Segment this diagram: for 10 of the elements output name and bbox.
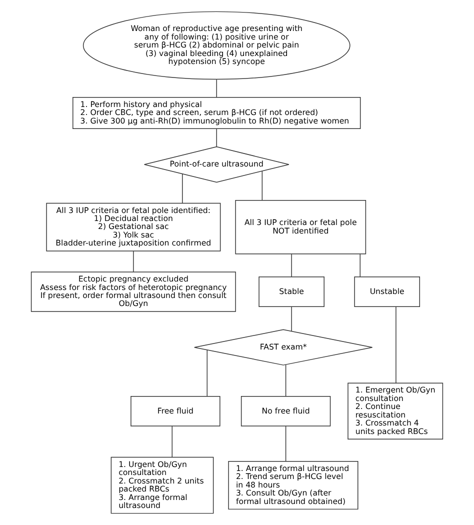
connector [262,170,263,200]
connector [206,350,208,397]
connector [285,364,286,396]
connector [216,79,217,98]
connector [182,174,183,204]
connector [285,426,286,462]
connector [216,128,217,148]
connector [291,254,292,278]
connector [133,250,134,272]
connector [291,306,292,332]
